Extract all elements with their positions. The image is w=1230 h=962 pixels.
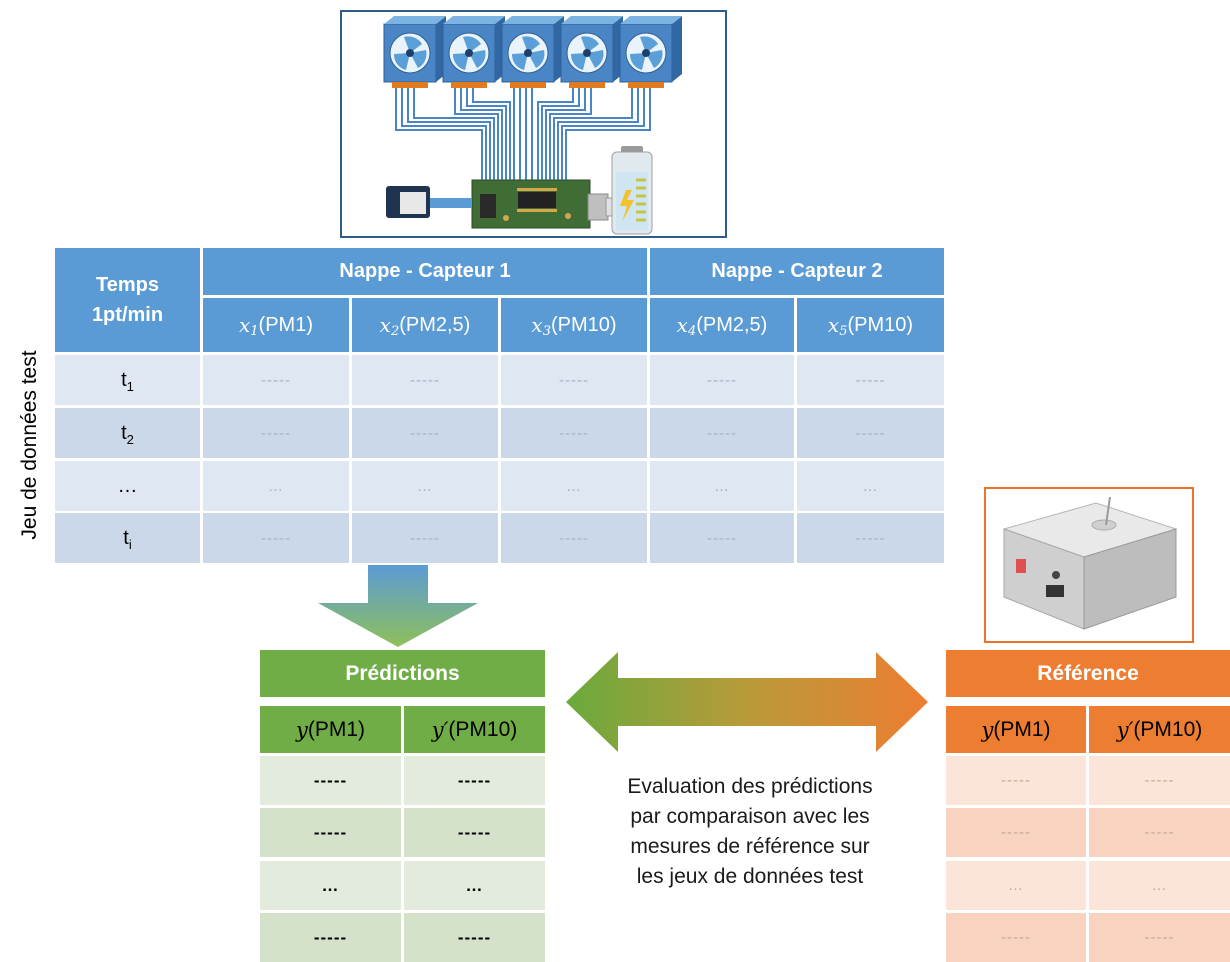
comparison-double-arrow-icon	[566, 652, 928, 752]
table-cell: …	[797, 461, 944, 511]
column-unit: (PM10)	[448, 717, 518, 741]
column-unit: (PM1)	[258, 313, 313, 336]
column-variable: y′	[431, 717, 449, 742]
time-label: …	[117, 474, 138, 497]
time-header: Temps 1pt/min	[55, 248, 200, 352]
down-arrow-icon	[318, 565, 478, 647]
reference-instrument-drawing	[1002, 496, 1178, 630]
table-cell: -----	[797, 513, 944, 563]
reference-column-header-2: y′(PM10)	[1089, 706, 1230, 753]
reference-table-cell: -----	[1089, 913, 1230, 962]
table-cell: -----	[797, 355, 944, 405]
reference-table-cell: -----	[946, 756, 1086, 805]
time-header-rate: 1pt/min	[91, 304, 164, 326]
time-subscript: i	[128, 536, 132, 552]
column-variable-subscript: 4	[687, 323, 697, 339]
evaluation-description: Evaluation des prédictions par comparais…	[627, 775, 873, 888]
sensor-device-drawing	[383, 16, 682, 235]
group-header-sensor-2: Nappe - Capteur 2	[650, 248, 944, 295]
table-cell: -----	[203, 408, 349, 458]
column-variable: x	[238, 313, 251, 337]
reference-table-cell: …	[1089, 861, 1230, 910]
table-cell: -----	[650, 408, 794, 458]
predictions-table-cell: -----	[404, 756, 545, 805]
test-dataset-label: Jeu de données test	[18, 350, 41, 540]
column-unit: (PM2,5)	[696, 313, 768, 336]
reference-table-cell: …	[946, 861, 1086, 910]
table-cell: …	[501, 461, 647, 511]
table-cell: -----	[501, 355, 647, 405]
column-variable: y	[295, 717, 308, 742]
time-subscript: 2	[126, 431, 134, 447]
time-header-label: Temps	[96, 274, 159, 296]
table-cell: -----	[501, 408, 647, 458]
time-label: t	[121, 368, 127, 391]
ribbon-cables	[395, 88, 651, 182]
table-cell: …	[203, 461, 349, 511]
column-variable: x	[531, 313, 543, 337]
table-cell: -----	[352, 408, 498, 458]
table-cell: -----	[352, 355, 498, 405]
reference-title: Référence	[946, 650, 1230, 697]
predictions-table-cell: -----	[260, 808, 401, 857]
predictions-column-header-1: y(PM1)	[260, 706, 401, 753]
column-variable-subscript: 2	[390, 323, 400, 339]
column-variable: y′	[1116, 717, 1134, 742]
column-unit: (PM2,5)	[399, 313, 471, 336]
predictions-table-cell: -----	[404, 808, 545, 857]
predictions-column-header-2: y′(PM10)	[404, 706, 545, 753]
predictions-table-cell: …	[404, 861, 545, 910]
table-cell: -----	[352, 513, 498, 563]
column-variable: x	[379, 313, 391, 337]
time-cell: …	[55, 461, 200, 511]
column-unit: (PM1)	[307, 717, 366, 741]
reference-column-header-1: y(PM1)	[946, 706, 1086, 753]
column-variable: x	[676, 313, 688, 337]
table-cell: …	[650, 461, 794, 511]
predictions-table-cell: -----	[404, 913, 545, 962]
table-cell: -----	[203, 355, 349, 405]
column-variable-subscript: 5	[839, 323, 848, 339]
table-cell: -----	[650, 513, 794, 563]
circuit-board-icon	[471, 179, 591, 229]
column-variable: x	[827, 313, 840, 337]
reference-instrument-photo	[984, 487, 1194, 643]
column-unit: (PM1)	[993, 717, 1051, 741]
column-variable-subscript: 1	[250, 323, 259, 339]
time-label: t	[121, 421, 127, 444]
predictions-title: Prédictions	[260, 650, 545, 697]
reference-table-cell: -----	[1089, 756, 1230, 805]
table-cell: -----	[501, 513, 647, 563]
table-cell: -----	[797, 408, 944, 458]
column-unit: (PM10)	[1133, 717, 1203, 741]
table-cell: …	[352, 461, 498, 511]
reference-table-cell: -----	[1089, 808, 1230, 857]
sensor-device-illustration	[340, 10, 727, 238]
table-cell: -----	[650, 355, 794, 405]
table-cell: -----	[203, 513, 349, 563]
reference-table-cell: -----	[946, 808, 1086, 857]
column-variable: y	[981, 717, 994, 742]
column-unit: (PM10)	[847, 313, 914, 336]
predictions-table-cell: …	[260, 861, 401, 910]
time-subscript: 1	[126, 378, 134, 394]
column-variable-subscript: 3	[542, 323, 551, 339]
time-label: t	[123, 526, 129, 549]
column-unit: (PM10)	[550, 313, 617, 336]
fan-icons	[383, 16, 682, 83]
group-header-sensor-1: Nappe - Capteur 1	[203, 248, 647, 295]
sd-card-icon	[386, 186, 472, 218]
predictions-table-cell: -----	[260, 913, 401, 962]
predictions-table-cell: -----	[260, 756, 401, 805]
battery-icon	[611, 146, 653, 235]
reference-table-cell: -----	[946, 913, 1086, 962]
